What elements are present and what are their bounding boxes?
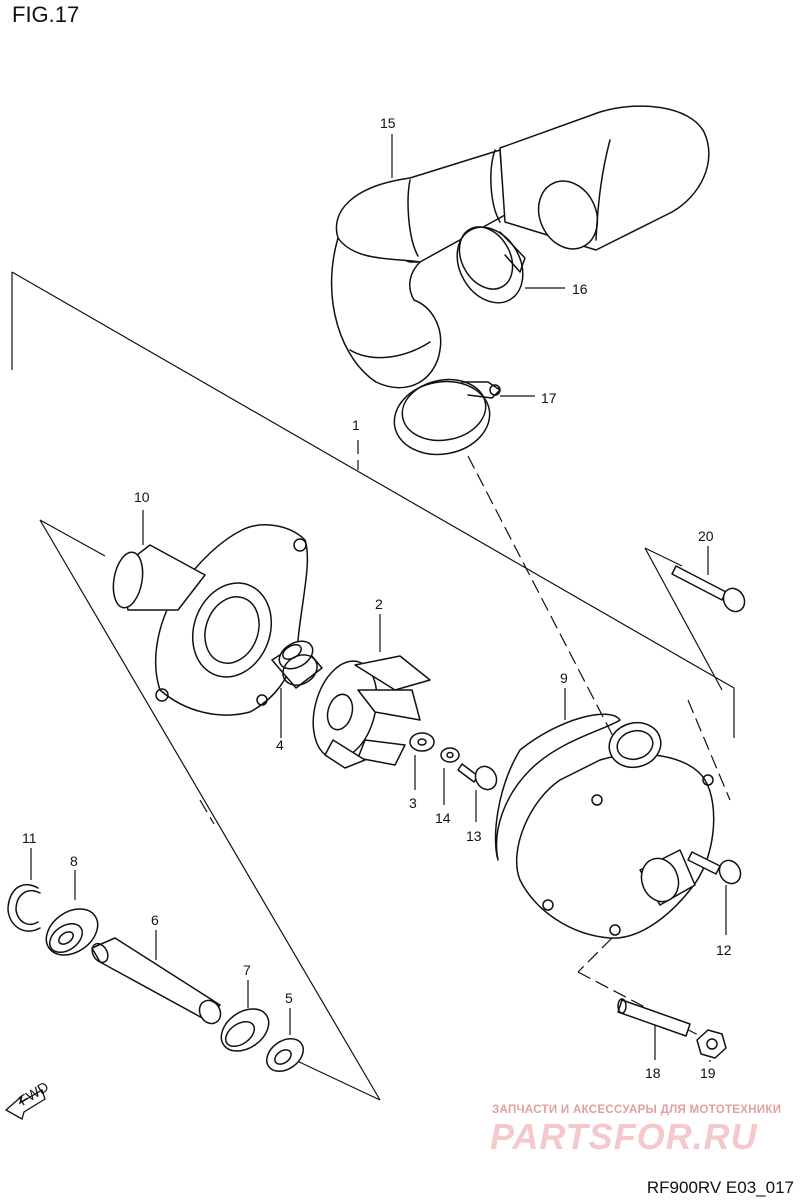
stud-bolt-part[interactable] [617, 998, 691, 1037]
hose-clamp-lower-part[interactable] [388, 373, 501, 462]
radiator-hose-part[interactable] [330, 105, 710, 389]
figure-title: FIG.17 [12, 2, 80, 27]
assembly-bracket-lines [11, 271, 735, 1101]
water-pump-case-part[interactable] [109, 524, 309, 716]
o-ring-part[interactable] [494, 713, 621, 861]
watermark-logo: PARTSFOR.RU [490, 1116, 758, 1157]
part-label-4: 4 [276, 737, 284, 753]
screw-12-part[interactable] [687, 851, 745, 887]
bearing-7-part[interactable] [213, 1000, 276, 1059]
part-label-1: 1 [352, 417, 360, 433]
part-label-7: 7 [243, 962, 251, 978]
part-label-13: 13 [466, 828, 482, 844]
hose-clamp-upper-part[interactable] [444, 215, 536, 314]
part-label-17: 17 [541, 390, 557, 406]
part-label-19: 19 [700, 1065, 716, 1081]
part-label-16: 16 [572, 281, 588, 297]
screw-20-part[interactable] [671, 565, 749, 615]
part-label-15: 15 [380, 115, 396, 131]
impeller-part[interactable] [303, 654, 431, 769]
water-pump-cover-part[interactable] [515, 717, 715, 939]
part-label-10: 10 [134, 489, 150, 505]
mechanical-seal-part[interactable] [271, 636, 323, 692]
part-label-5: 5 [285, 990, 293, 1006]
bearing-8-part[interactable] [38, 900, 107, 965]
part-label-18: 18 [645, 1065, 661, 1081]
part-label-12: 12 [716, 942, 732, 958]
washer-small-part[interactable] [440, 747, 460, 763]
figure-code: RF900RV E03_017 [646, 1178, 794, 1197]
watermark-tagline: ЗАПЧАСТИ И АКСЕССУАРЫ ДЛЯ МОТОТЕХНИКИ [492, 1104, 782, 1116]
pump-shaft-part[interactable] [89, 937, 225, 1027]
part-label-8: 8 [70, 853, 78, 869]
part-label-9: 9 [560, 670, 568, 686]
part-label-14: 14 [435, 810, 451, 826]
circlip-part[interactable] [7, 883, 41, 932]
part-label-6: 6 [151, 912, 159, 928]
impeller-bolt-part[interactable] [457, 763, 501, 794]
part-label-20: 20 [698, 528, 714, 544]
nut-part[interactable] [696, 1029, 727, 1059]
part-label-3: 3 [409, 795, 417, 811]
oil-seal-part[interactable] [261, 1032, 310, 1078]
washer-part[interactable] [409, 732, 435, 752]
part-label-2: 2 [375, 596, 383, 612]
fwd-arrow-icon: FWD [4, 1078, 51, 1120]
part-label-11: 11 [22, 830, 37, 846]
